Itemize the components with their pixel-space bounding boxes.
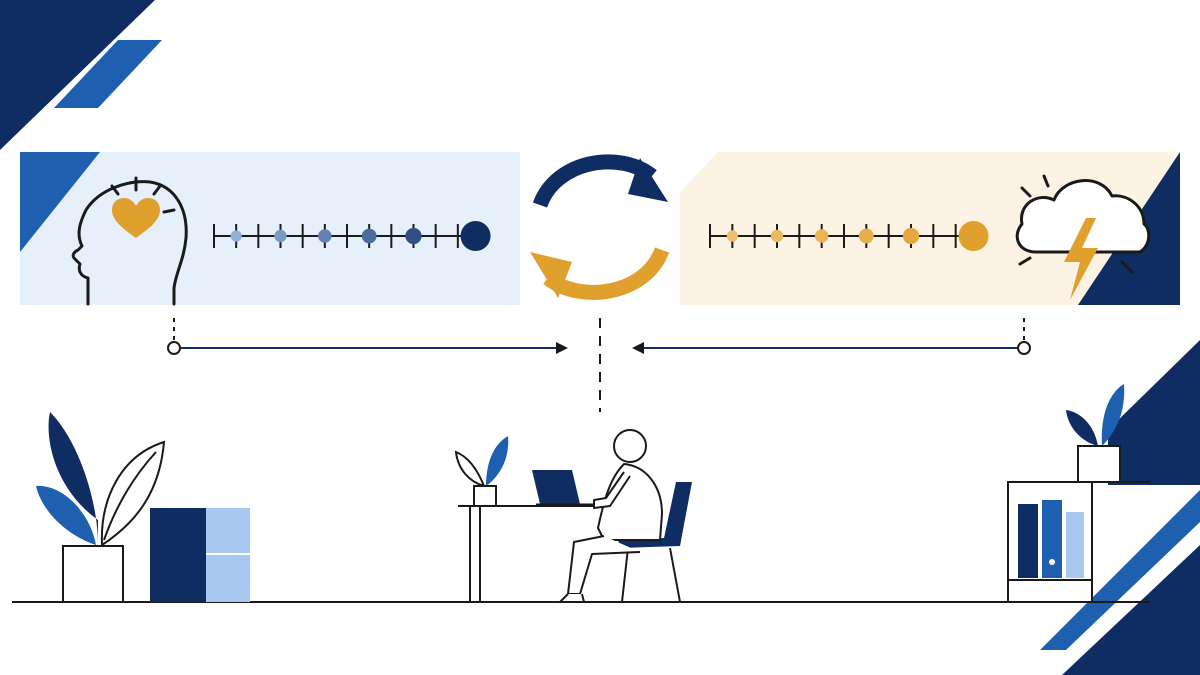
scale-dot [405, 227, 422, 245]
scale-dot [958, 221, 989, 251]
plant-and-cabinet [36, 412, 250, 603]
scale-dot [361, 228, 377, 244]
scale-dot [726, 230, 738, 242]
cycle-arrows-icon [530, 154, 670, 300]
connector-right-arrow [632, 318, 1031, 355]
potted-plant-left [36, 412, 166, 603]
corner-decoration-top-left [0, 0, 162, 150]
corner-decoration-bottom-right [1040, 340, 1200, 675]
scale-dot [858, 228, 874, 244]
scale-dot [770, 229, 784, 243]
shelf-plant [1066, 384, 1125, 483]
scale-dot [902, 227, 920, 245]
scale-dot [460, 221, 491, 251]
scale-dot [318, 229, 332, 243]
chair [618, 482, 692, 603]
left-scale [213, 221, 491, 251]
heart-icon [112, 198, 160, 238]
scale-dot [814, 229, 829, 243]
head-with-heart-icon [71, 176, 188, 306]
desk-plant [454, 436, 509, 507]
person [559, 429, 663, 603]
lightning-bolt-icon [1064, 218, 1098, 300]
bookshelf-with-plant [1007, 384, 1150, 603]
storm-cloud-lightning-icon [1015, 174, 1151, 300]
cabinet-left [150, 508, 250, 602]
books [1018, 500, 1084, 578]
scale-dot [274, 229, 287, 243]
laptop-icon [532, 470, 600, 507]
scale-dot [230, 230, 242, 242]
right-scale [709, 221, 989, 251]
left-panel [20, 152, 520, 306]
connector-left-arrow [167, 318, 568, 355]
right-panel [680, 152, 1180, 305]
person-at-laptop-desk [454, 429, 692, 603]
